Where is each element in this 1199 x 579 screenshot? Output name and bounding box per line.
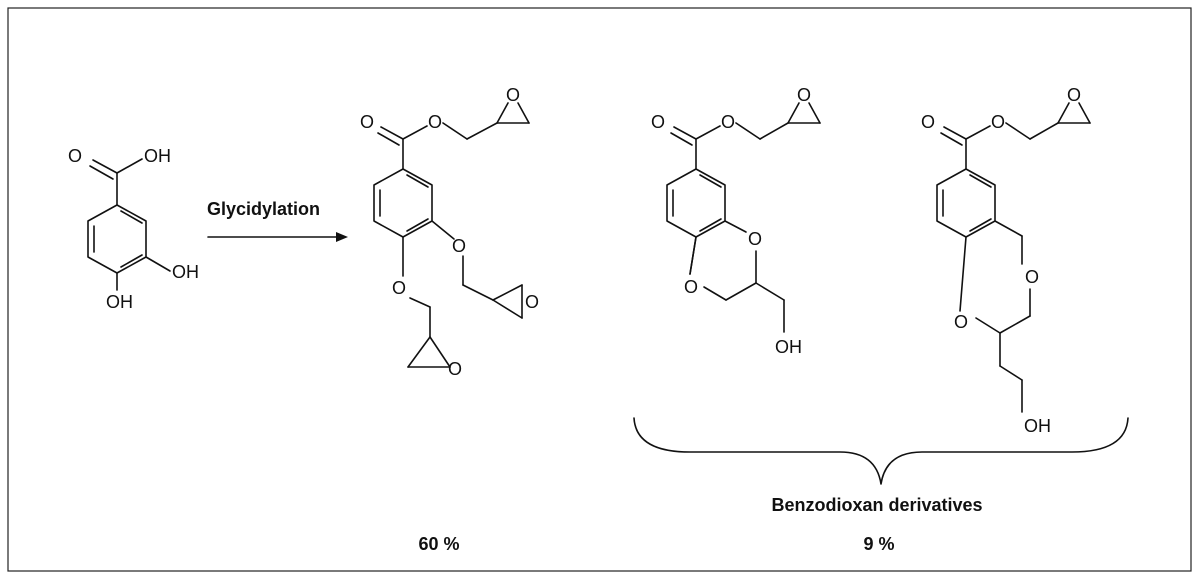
product-benzodioxan-b: O O O O O OH <box>921 85 1091 436</box>
ester-o: O <box>721 112 735 132</box>
ether-o-4: O <box>392 278 406 298</box>
yield-main-product: 60 % <box>418 534 459 554</box>
grouping-brace <box>633 417 1129 485</box>
figure-frame <box>7 7 1192 572</box>
ester-carbonyl-o: O <box>651 112 665 132</box>
phenol-oh-3: OH <box>172 262 199 282</box>
ester-carbonyl-o: O <box>921 112 935 132</box>
epoxide-o: O <box>448 359 462 379</box>
epoxide-o: O <box>506 85 520 105</box>
ether-o-3: O <box>452 236 466 256</box>
dioxepane-o-upper: O <box>1025 267 1039 287</box>
dioxane-o-lower: O <box>684 277 698 297</box>
group-label: Benzodioxan derivatives <box>771 495 982 515</box>
dioxane-o-upper: O <box>748 229 762 249</box>
acid-hydroxyl: OH <box>144 146 171 166</box>
product-benzodioxan-a: O O O O O OH <box>651 85 821 357</box>
hydroxymethyl-oh: OH <box>775 337 802 357</box>
reaction-arrow <box>207 232 348 242</box>
yield-benzodioxan: 9 % <box>863 534 894 554</box>
starting-material: O OH OH OH <box>68 146 199 312</box>
ester-o: O <box>991 112 1005 132</box>
ester-o: O <box>428 112 442 132</box>
product-triglycidyl: O O O O O O O <box>360 85 539 379</box>
hydroxymethyl-oh: OH <box>1024 416 1051 436</box>
phenol-oh-4: OH <box>106 292 133 312</box>
ester-carbonyl-o: O <box>360 112 374 132</box>
epoxide-o: O <box>525 292 539 312</box>
reaction-label: Glycidylation <box>207 199 320 219</box>
epoxide-o: O <box>1067 85 1081 105</box>
epoxide-o: O <box>797 85 811 105</box>
acid-carbonyl-o: O <box>68 146 82 166</box>
dioxepane-o-lower: O <box>954 312 968 332</box>
